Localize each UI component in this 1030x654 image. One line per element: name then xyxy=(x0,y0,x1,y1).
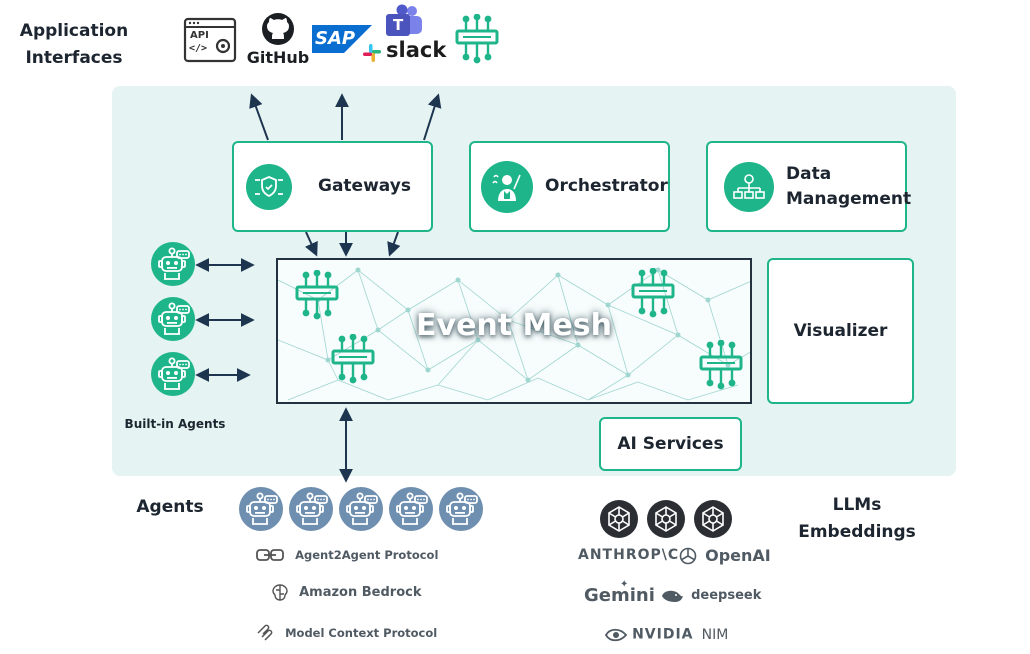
amazon-bedrock-logo: Amazon Bedrock xyxy=(270,582,421,603)
data-management-box[interactable]: Data Management xyxy=(706,141,911,232)
teams-logo: T xyxy=(384,4,424,40)
github-octocat-icon xyxy=(262,13,294,45)
gemini-label: Gemini xyxy=(584,585,655,606)
label-line: Management xyxy=(786,188,912,209)
visualizer-box[interactable]: Visualizer xyxy=(767,258,914,404)
gemini-sparkle-icon: ✦ xyxy=(620,579,629,590)
gateways-box[interactable]: Gateways xyxy=(232,141,433,232)
built-in-agents-label: Built-in Agents xyxy=(124,417,226,431)
openai-label: OpenAI xyxy=(705,546,771,565)
anthropic-logo: ANTHROP\C xyxy=(578,547,680,563)
agent-icon[interactable] xyxy=(389,487,433,531)
a2a-link-icon xyxy=(256,548,284,561)
model-context-protocol-logo: Model Context Protocol xyxy=(256,622,437,642)
gateway-shield-icon xyxy=(246,163,292,210)
deepseek-label: deepseek xyxy=(691,588,762,603)
agent-icon[interactable] xyxy=(289,487,333,531)
agent2agent-protocol-logo: Agent2Agent Protocol xyxy=(256,544,438,563)
mcp-icon xyxy=(257,624,273,641)
heading-line: Application xyxy=(19,21,129,41)
amazon-bedrock-label: Amazon Bedrock xyxy=(299,585,422,600)
built-in-agent-icon[interactable] xyxy=(151,352,195,396)
heading-line: Interfaces xyxy=(25,48,123,68)
llms-embeddings-heading: LLMs Embeddings xyxy=(792,492,922,546)
agent-icon[interactable] xyxy=(239,487,283,531)
mesh-hub-icon xyxy=(696,340,746,390)
model-context-protocol-label: Model Context Protocol xyxy=(285,625,438,640)
data-hierarchy-icon xyxy=(724,161,774,212)
built-in-agent-icon[interactable] xyxy=(151,242,195,286)
ai-services-label: AI Services xyxy=(617,433,724,454)
conductor-icon xyxy=(481,160,533,213)
agent2agent-protocol-label: Agent2Agent Protocol xyxy=(295,547,439,562)
data-management-label: Data Management xyxy=(786,162,911,212)
github-logo: GitHub xyxy=(246,12,310,68)
event-mesh[interactable]: Event Mesh xyxy=(276,258,752,404)
nvidia-nim-logo: NVIDIA NIM xyxy=(604,624,729,643)
agent-icon[interactable] xyxy=(339,487,383,531)
deepseek-whale-icon xyxy=(662,590,683,602)
openai-knot-icon xyxy=(679,547,697,564)
github-label: GitHub xyxy=(246,48,310,67)
llm-icon xyxy=(646,499,686,539)
orchestrator-label: Orchestrator xyxy=(545,176,668,196)
nim-label: NIM xyxy=(701,626,729,643)
teams-label: T xyxy=(393,16,404,34)
heading-line: LLMs xyxy=(832,495,882,515)
nvidia-eye-icon xyxy=(604,628,628,641)
ai-services-box[interactable]: AI Services xyxy=(599,417,742,471)
nvidia-label: NVIDIA xyxy=(632,626,694,643)
slack-hash-icon xyxy=(363,44,381,62)
heading-line: Embeddings xyxy=(798,522,916,542)
bedrock-brain-icon xyxy=(272,583,288,601)
slack-label: slack xyxy=(386,38,447,62)
mesh-network-lines xyxy=(278,267,750,401)
sap-label: SAP xyxy=(315,28,356,49)
gemini-logo: Gemini ✦ xyxy=(584,579,655,606)
deepseek-logo: deepseek xyxy=(660,585,761,605)
built-in-agent-icon[interactable] xyxy=(151,297,195,341)
llm-icon xyxy=(693,499,733,539)
slack-logo: slack xyxy=(362,38,447,66)
label-line: Data xyxy=(786,163,832,184)
visualizer-label: Visualizer xyxy=(793,320,888,341)
agents-heading: Agents xyxy=(136,497,204,517)
openai-logo: OpenAI xyxy=(678,545,771,566)
api-label: API xyxy=(190,30,209,41)
api-logo: API </> xyxy=(183,17,237,63)
orchestrator-box[interactable]: Orchestrator xyxy=(469,141,670,232)
event-mesh-title: Event Mesh xyxy=(416,308,612,343)
application-interfaces-heading: Application Interfaces xyxy=(12,18,136,72)
llm-icon xyxy=(599,499,639,539)
agent-icon[interactable] xyxy=(439,487,483,531)
sap-logo: SAP xyxy=(312,25,372,53)
api-code-label: </> xyxy=(189,43,208,54)
gateways-label: Gateways xyxy=(318,176,411,196)
